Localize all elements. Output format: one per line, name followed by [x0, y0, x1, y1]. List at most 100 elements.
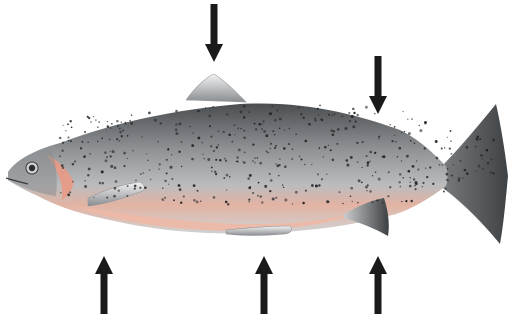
- spot: [95, 119, 96, 120]
- spot: [401, 160, 402, 161]
- dorsal-fin: [186, 74, 246, 102]
- spot: [269, 173, 271, 175]
- spot: [191, 144, 194, 147]
- spot: [218, 130, 220, 132]
- spot: [110, 155, 112, 157]
- spot: [140, 173, 142, 175]
- spot: [462, 177, 463, 178]
- spot: [395, 141, 397, 143]
- spot: [424, 121, 427, 124]
- spot: [263, 120, 265, 122]
- spot: [282, 184, 284, 186]
- spot: [123, 152, 126, 155]
- spot: [346, 159, 349, 162]
- spot: [122, 129, 124, 131]
- spot: [196, 190, 198, 192]
- spot: [72, 163, 74, 165]
- spot: [127, 158, 128, 159]
- spot: [292, 149, 293, 150]
- spot: [491, 158, 493, 160]
- spot: [334, 113, 336, 115]
- spot: [269, 190, 271, 192]
- spot: [68, 140, 69, 141]
- spot: [405, 200, 407, 202]
- spot: [60, 192, 62, 194]
- spot: [444, 147, 445, 148]
- spot: [365, 106, 368, 109]
- spot: [236, 161, 237, 162]
- spot: [394, 135, 395, 136]
- spot: [114, 166, 117, 169]
- spot: [243, 161, 245, 163]
- spot: [131, 114, 133, 116]
- spot: [175, 129, 178, 132]
- arrow-up-pectoral: [95, 256, 113, 314]
- spot: [252, 160, 254, 162]
- spot: [413, 178, 415, 180]
- spot: [272, 130, 274, 132]
- spot: [367, 164, 369, 166]
- spot: [106, 156, 108, 158]
- arrow-down-dorsal: [205, 4, 223, 62]
- spot: [415, 188, 417, 190]
- spot: [487, 162, 489, 164]
- spot: [164, 180, 166, 182]
- spot: [166, 172, 168, 174]
- spot: [451, 175, 453, 177]
- spot: [406, 155, 409, 158]
- spot: [374, 113, 375, 114]
- spot: [464, 169, 467, 172]
- spot: [416, 160, 417, 161]
- spot: [67, 136, 69, 138]
- spot: [324, 146, 327, 149]
- spot: [171, 178, 173, 180]
- spot: [441, 148, 443, 150]
- spot: [366, 190, 367, 191]
- spot: [62, 167, 64, 169]
- spot: [268, 152, 269, 153]
- spot: [443, 191, 445, 193]
- spot: [81, 141, 83, 143]
- spot: [202, 154, 203, 155]
- spot: [191, 158, 194, 161]
- spot: [171, 154, 172, 155]
- spot: [198, 137, 201, 140]
- spot: [114, 187, 117, 190]
- spot: [178, 151, 180, 153]
- spot: [150, 179, 152, 181]
- spot: [196, 200, 199, 203]
- spot: [69, 191, 71, 193]
- spot: [302, 202, 305, 205]
- spot: [284, 130, 285, 131]
- spot: [330, 149, 332, 151]
- spot: [480, 154, 483, 157]
- spot: [401, 201, 402, 202]
- spot: [97, 141, 98, 142]
- spot: [226, 113, 228, 115]
- spot: [326, 200, 329, 203]
- spot: [466, 172, 469, 175]
- spot: [399, 173, 402, 176]
- spot: [277, 110, 279, 112]
- spot: [274, 134, 275, 135]
- spot: [422, 182, 424, 184]
- spot: [492, 172, 494, 174]
- spot: [328, 114, 330, 116]
- spot: [62, 142, 64, 144]
- spot: [71, 126, 73, 128]
- spot: [228, 133, 231, 136]
- spot: [318, 184, 320, 186]
- spot: [167, 149, 169, 151]
- spot: [270, 148, 271, 149]
- spot: [129, 120, 131, 122]
- spot: [475, 170, 476, 171]
- spot: [288, 143, 290, 145]
- spot: [141, 136, 142, 137]
- spot: [422, 186, 423, 187]
- spot: [234, 134, 235, 135]
- spot: [266, 150, 268, 152]
- spot: [407, 119, 409, 121]
- spot: [305, 140, 308, 143]
- spot: [240, 128, 242, 130]
